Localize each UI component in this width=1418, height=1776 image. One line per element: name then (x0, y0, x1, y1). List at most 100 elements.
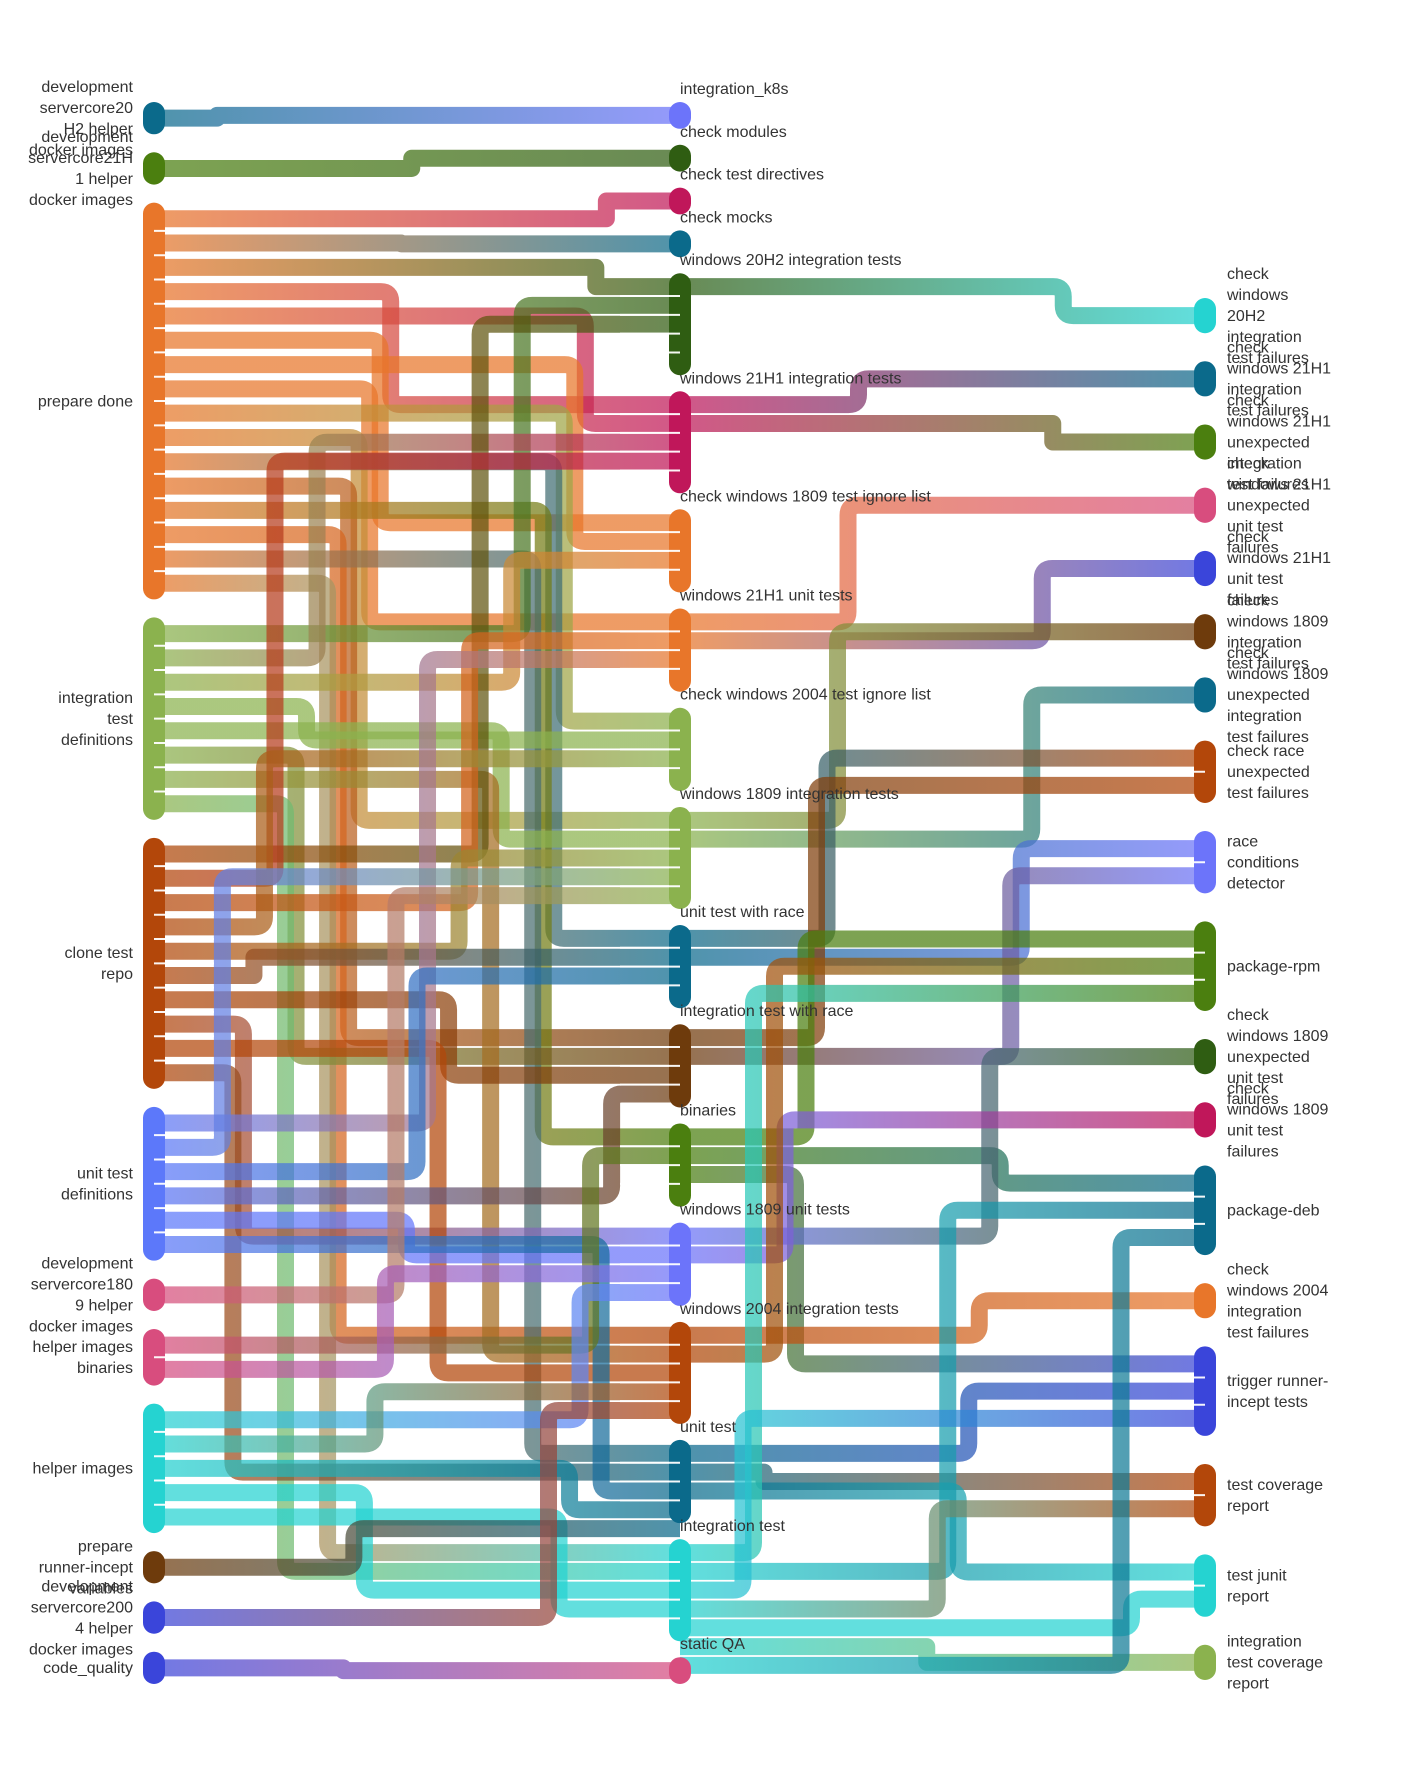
node-windows-21h1-integration-tests[interactable] (669, 391, 691, 494)
node-development-servercore21h1-helper-docker-images[interactable] (143, 152, 165, 185)
node-label-binaries: binaries (680, 1102, 736, 1119)
link-unit-test-definitions-to-windows-1809-integration-tests[interactable] (154, 868, 680, 1156)
node-label-windows-20h2-integration-tests: windows 20H2 integration tests (679, 252, 901, 269)
node-check-windows-1809-unexpected-integration-test-failures[interactable] (1194, 677, 1216, 713)
link-integration-test-to-trigger-runner-incept-tests[interactable] (680, 1409, 1205, 1599)
nodes-layer (143, 102, 1216, 1684)
link-prepare-done-to-check-mocks[interactable] (154, 234, 680, 253)
link-prepare-done-to-check-test-directives[interactable] (154, 192, 680, 228)
node-check-windows-2004-integration-test-failures[interactable] (1194, 1283, 1216, 1319)
node-development-servercore2004-helper-docker-images[interactable] (143, 1601, 165, 1634)
link-helper-images-to-integration-test[interactable] (154, 1484, 680, 1599)
node-prepare-runner-incept-variables[interactable] (143, 1551, 165, 1584)
link-windows-21h1-unit-tests-to-check-windows-21h1-unexpected-unit-test-failures[interactable] (680, 496, 1205, 631)
link-binaries-to-package-rpm[interactable] (680, 930, 1205, 1146)
node-check-windows-21h1-integration-test-failures[interactable] (1194, 361, 1216, 397)
node-label-prepare-done: prepare done (38, 393, 133, 410)
node-check-modules[interactable] (669, 144, 691, 172)
link-integration-test-definitions-to-check-windows-1809-test-ignore-list[interactable] (154, 551, 680, 691)
link-prepare-done-to-windows-20h2-integration-tests[interactable] (154, 258, 680, 296)
link-clone-test-repo-to-unit-test-with-race[interactable] (154, 948, 680, 985)
link-integration-test-definitions-to-windows-1809-integration-tests[interactable] (154, 722, 680, 848)
link-prepare-done-to-binaries[interactable] (154, 501, 680, 1146)
node-check-mocks[interactable] (669, 230, 691, 258)
node-check-windows-20h2-integration-test-failures[interactable] (1194, 298, 1216, 334)
node-development-servercore20h2-helper-docker-images[interactable] (143, 102, 165, 135)
link-unit-test-definitions-to-unit-test-with-race[interactable] (154, 967, 680, 1181)
node-label-code-quality: code_quality (43, 1660, 133, 1677)
node-check-test-directives[interactable] (669, 187, 691, 215)
node-check-windows-1809-integration-test-failures[interactable] (1194, 614, 1216, 650)
node-package-deb[interactable] (1194, 1165, 1216, 1256)
link-windows-1809-unit-tests-to-check-windows-1809-unexpected-unit-test-failures[interactable] (680, 1048, 1205, 1245)
link-code-quality-to-static-qa[interactable] (154, 1659, 680, 1680)
node-package-rpm[interactable] (1194, 921, 1216, 1012)
node-label-unit-test-with-race: unit test with race (680, 904, 805, 921)
node-label-check-windows-1809-test-ignore-list: check windows 1809 test ignore list (680, 488, 931, 505)
node-static-qa[interactable] (669, 1657, 691, 1684)
link-integration-test-to-test-coverage-report[interactable] (680, 1500, 1205, 1618)
link-windows-21h1-integration-tests-to-check-windows-21h1-unexpected-integration-test-failures[interactable] (680, 414, 1205, 451)
link-prepare-done-to-windows-21h1-integration-tests[interactable] (154, 283, 680, 414)
link-unit-test-definitions-to-integration-test-with-race[interactable] (154, 1085, 680, 1205)
link-prepare-done-to-windows-2004-integration-tests[interactable] (154, 526, 680, 1344)
link-helper-images-to-windows-2004-integration-tests[interactable] (154, 1383, 680, 1453)
link-helper-images-binaries-to-windows-1809-unit-tests[interactable] (154, 1265, 680, 1378)
node-helper-images[interactable] (143, 1403, 165, 1534)
node-label-package-deb: package-deb (1227, 1203, 1320, 1220)
node-trigger-runner-incept-tests[interactable] (1194, 1346, 1216, 1436)
node-integration-test-coverage-report[interactable] (1194, 1644, 1216, 1680)
node-label-integration-test: integration test (680, 1518, 786, 1535)
link-windows-21h1-integration-tests-to-check-windows-21h1-integration-test-failures[interactable] (680, 370, 1205, 414)
link-prepare-done-to-check-windows-1809-test-ignore-list[interactable] (154, 331, 680, 532)
link-development-servercore21h1-helper-docker-images-to-check-modules[interactable] (154, 149, 680, 177)
node-windows-20h2-integration-tests[interactable] (669, 273, 691, 376)
node-check-windows-21h1-unexpected-unit-test-failures[interactable] (1194, 487, 1216, 523)
node-development-servercore1809-helper-docker-images[interactable] (143, 1278, 165, 1311)
link-unit-test-to-test-coverage-report[interactable] (680, 1463, 1205, 1491)
node-check-windows-21h1-unexpected-integration-test-failures[interactable] (1194, 424, 1216, 460)
node-integration-test[interactable] (669, 1539, 691, 1642)
node-label-package-rpm: package-rpm (1227, 958, 1320, 975)
link-windows-2004-integration-tests-to-check-windows-2004-integration-test-failures[interactable] (680, 1292, 1205, 1344)
link-prepare-runner-incept-variables-to-unit-test[interactable] (154, 1520, 680, 1576)
node-label-helper-images: helper images (33, 1461, 134, 1478)
node-label-check-mocks: check mocks (680, 209, 772, 226)
link-helper-images-to-unit-test[interactable] (154, 1459, 680, 1519)
link-development-servercore20h2-helper-docker-images-to-integration-k8s[interactable] (154, 106, 680, 127)
node-label-check-test-directives: check test directives (680, 167, 824, 184)
link-integration-test-to-package-deb[interactable] (680, 1228, 1205, 1674)
node-windows-2004-integration-tests[interactable] (669, 1321, 691, 1424)
link-helper-images-to-windows-1809-unit-tests[interactable] (154, 1284, 680, 1429)
link-clone-test-repo-to-check-windows-2004-test-ignore-list[interactable] (154, 750, 680, 936)
link-windows-1809-integration-tests-to-check-windows-1809-unexpected-integration-test-failures[interactable] (680, 686, 1205, 848)
node-check-windows-21h1-unit-test-failures[interactable] (1194, 550, 1216, 587)
link-windows-20h2-integration-tests-to-check-windows-20h2-integration-test-failures[interactable] (680, 278, 1205, 325)
node-windows-1809-integration-tests[interactable] (669, 806, 691, 909)
node-code-quality[interactable] (143, 1651, 165, 1684)
node-check-windows-1809-unit-test-failures[interactable] (1194, 1102, 1216, 1138)
link-windows-2004-integration-tests-to-package-rpm[interactable] (680, 957, 1205, 1363)
link-clone-test-repo-to-integration-test-with-race[interactable] (154, 991, 680, 1084)
node-integration-k8s[interactable] (669, 102, 691, 129)
link-integration-test-definitions-to-windows-21h1-integration-tests[interactable] (154, 433, 680, 667)
node-check-windows-1809-unexpected-unit-test-failures[interactable] (1194, 1039, 1216, 1075)
link-development-servercore2004-helper-docker-images-to-windows-2004-integration-tests[interactable] (154, 1402, 680, 1627)
node-label-check-windows-2004-test-ignore-list: check windows 2004 test ignore list (680, 687, 931, 704)
links-layer (154, 106, 1205, 1680)
